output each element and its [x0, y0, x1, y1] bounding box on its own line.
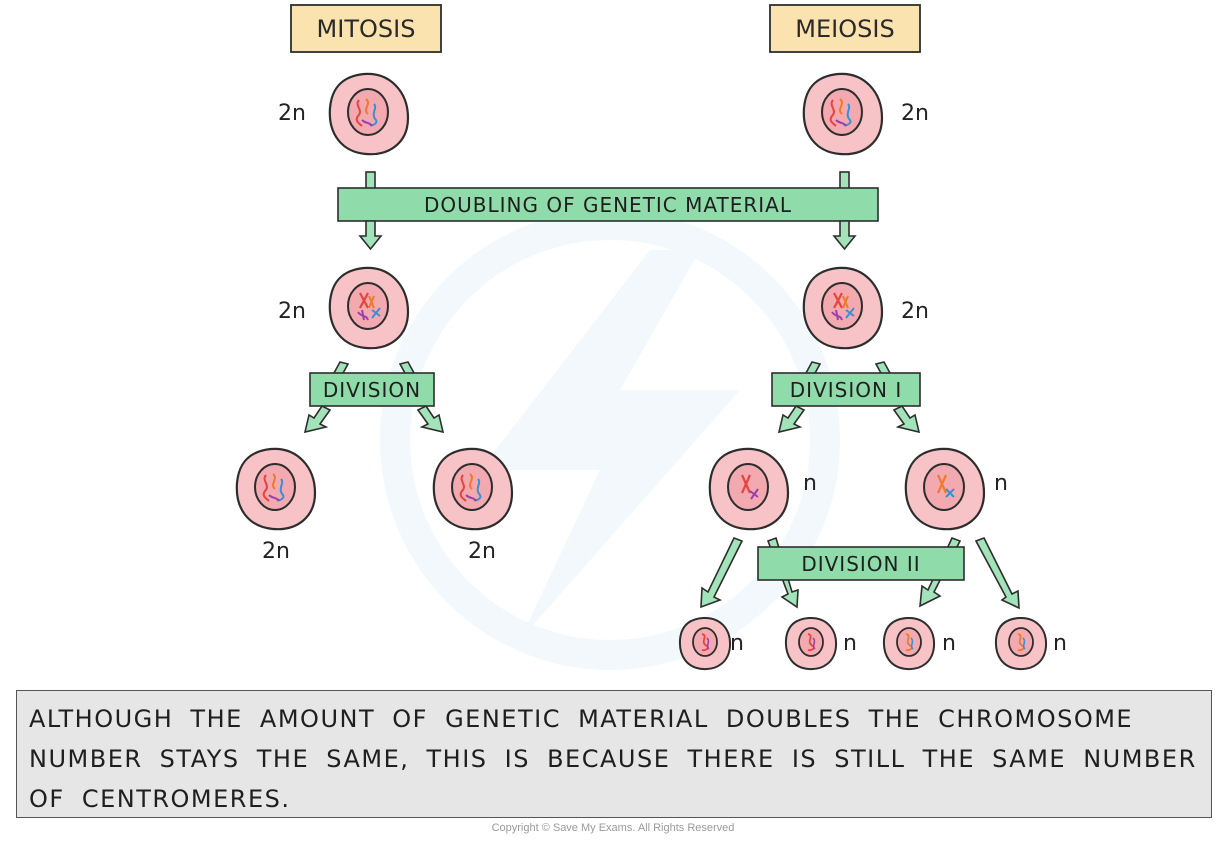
- division-band: DIVISION: [309, 372, 435, 407]
- mitosis-parent-cell: [328, 72, 410, 156]
- explanation-note: ALTHOUGH THE AMOUNT OF GENETIC MATERIAL …: [16, 690, 1212, 818]
- gamete-cell: [994, 616, 1048, 671]
- doubling-label: DOUBLING OF GENETIC MATERIAL: [424, 193, 792, 217]
- watermark-logo: [380, 210, 840, 670]
- meiosis-title: MEIOSIS: [795, 15, 894, 43]
- division-label: DIVISION: [323, 378, 421, 402]
- division-2-label: DIVISION II: [801, 552, 920, 576]
- division-1-label: DIVISION I: [790, 378, 902, 402]
- meiosis-haploid-cell: [708, 447, 790, 531]
- mitosis-daughter-ploidy: 2n: [262, 539, 290, 564]
- arrow-icon: [358, 220, 857, 251]
- gamete-cell: [882, 616, 936, 671]
- meiosis-header: MEIOSIS: [769, 4, 921, 53]
- gamete-cell: [784, 616, 838, 671]
- mitosis-title: MITOSIS: [317, 15, 416, 43]
- gamete-ploidy: n: [942, 631, 956, 656]
- arrow-icon: [303, 361, 445, 434]
- gamete-ploidy: n: [843, 631, 857, 656]
- meiosis-parent-cell: [802, 72, 884, 156]
- gamete-cell: [678, 616, 732, 671]
- mitosis-header: MITOSIS: [290, 4, 442, 53]
- meiosis-parent-ploidy: 2n: [901, 101, 929, 126]
- mitosis-daughter-cell: [235, 447, 317, 531]
- copyright-notice: Copyright © Save My Exams. All Rights Re…: [491, 822, 735, 834]
- meiosis-replicated-cell: [802, 266, 884, 350]
- gamete-ploidy: n: [730, 631, 744, 656]
- gamete-ploidy: n: [1053, 631, 1067, 656]
- mitosis-daughter-ploidy: 2n: [468, 539, 496, 564]
- division-1-band: DIVISION I: [771, 372, 921, 407]
- division-2-band: DIVISION II: [757, 546, 965, 581]
- mitosis-daughter-cell: [432, 447, 514, 531]
- mitosis-replicated-cell: [328, 266, 410, 350]
- arrow-icon: [777, 361, 921, 434]
- meiosis-replicated-ploidy: 2n: [901, 299, 929, 324]
- mitosis-replicated-ploidy: 2n: [278, 299, 306, 324]
- doubling-band: DOUBLING OF GENETIC MATERIAL: [337, 187, 879, 222]
- meiosis-haploid-ploidy: n: [994, 471, 1008, 496]
- mitosis-parent-ploidy: 2n: [278, 101, 306, 126]
- meiosis-haploid-cell: [904, 447, 986, 531]
- meiosis-haploid-ploidy: n: [803, 471, 817, 496]
